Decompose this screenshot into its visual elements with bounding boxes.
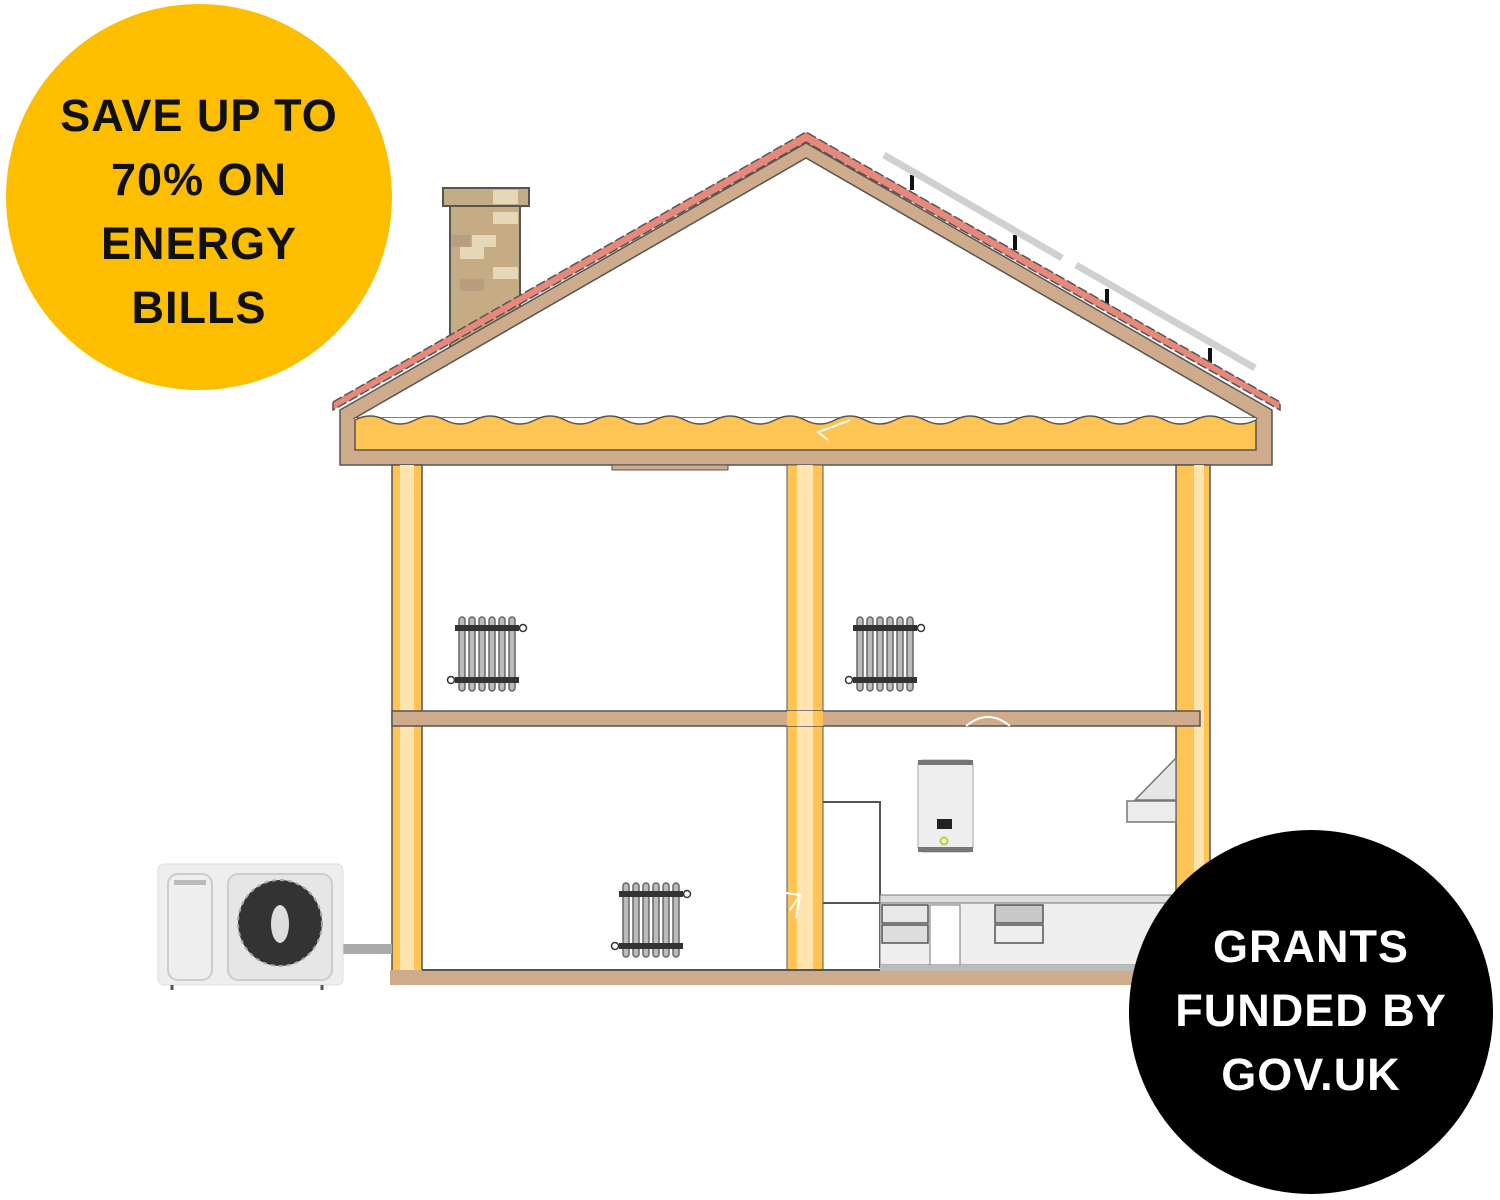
- cooker-hood-icon: [1126, 756, 1177, 823]
- solar-panel-icon: [882, 151, 1257, 372]
- walls: [390, 464, 1211, 985]
- savings-line-2: 70% ON: [111, 154, 287, 205]
- boiler-icon: [917, 759, 974, 853]
- heat-pump-icon: [157, 863, 392, 990]
- savings-badge-circle: [6, 4, 392, 390]
- radiator-icon: [446, 616, 528, 692]
- grants-line-2: FUNDED BY: [1175, 985, 1447, 1036]
- kitchen: [823, 756, 1177, 971]
- grants-line-1: GRANTS: [1213, 921, 1409, 972]
- grants-line-3: GOV.UK: [1221, 1049, 1400, 1100]
- arrow-icon: [785, 892, 802, 919]
- savings-line-1: SAVE UP TO: [60, 90, 338, 141]
- savings-badge: SAVE UP TO 70% ON ENERGY BILLS: [6, 4, 392, 390]
- savings-line-4: BILLS: [132, 282, 267, 333]
- radiator-icon: [610, 882, 692, 958]
- grants-badge-circle: [1129, 830, 1493, 1194]
- loft-insulation: [354, 415, 1257, 451]
- grants-badge: GRANTS FUNDED BY GOV.UK: [1129, 830, 1493, 1194]
- radiator-icon: [844, 616, 926, 692]
- arrow-icon: [815, 419, 851, 441]
- savings-line-3: ENERGY: [101, 218, 297, 269]
